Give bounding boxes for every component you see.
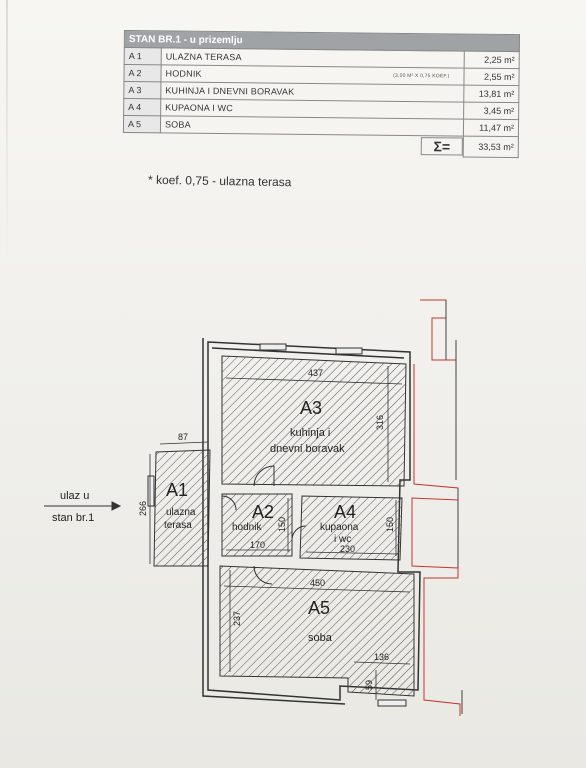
- room-a5-name-1: soba: [308, 632, 333, 644]
- dim-437: 437: [308, 368, 323, 378]
- neighbor-walls: [445, 300, 463, 714]
- dim-170: 170: [250, 540, 265, 550]
- entrance-label-1: ulaz u: [60, 490, 89, 502]
- dim-87: 87: [178, 432, 188, 442]
- dim-150-a2: 150: [277, 517, 287, 532]
- entrance-label-2: stan br.1: [52, 512, 94, 524]
- dim-230: 230: [340, 544, 355, 554]
- neighbor-outline: [411, 299, 461, 716]
- room-a4-name-2: i wc: [334, 534, 351, 545]
- dim-266: 266: [138, 501, 148, 516]
- room-a4-code: A4: [334, 502, 356, 522]
- room-a5-code: A5: [308, 598, 330, 618]
- room-a2-code: A2: [252, 502, 274, 522]
- room-a2-name-1: hodnik: [232, 522, 262, 533]
- doors: [221, 465, 307, 585]
- room-a3-area: [221, 355, 407, 487]
- room-a3-name-2: dnevni boravak: [270, 443, 345, 455]
- dimension-lines: [149, 366, 411, 700]
- room-a1-name-2: terasa: [164, 520, 192, 531]
- dim-237: 237: [232, 611, 242, 626]
- room-a1-code: A1: [166, 480, 188, 500]
- room-a4-name-1: kupaona: [320, 522, 359, 533]
- dim-136: 136: [374, 652, 389, 662]
- room-a5-area: [219, 565, 415, 697]
- dim-150-a4: 150: [385, 517, 395, 532]
- room-a1-area: [153, 449, 211, 567]
- dim-59: 59: [364, 680, 374, 690]
- dim-450: 450: [310, 578, 325, 588]
- room-a3-name-1: kuhinja i: [290, 427, 330, 439]
- room-a3-code: A3: [300, 398, 322, 418]
- dim-316: 316: [375, 415, 385, 430]
- entrance-arrow: [44, 501, 122, 511]
- room-a2-area: [221, 493, 293, 557]
- paper-fold: [6, 0, 8, 260]
- room-a4-area: [299, 495, 403, 561]
- room-a1-name-1: ulazna: [166, 507, 196, 518]
- windows: [147, 343, 407, 707]
